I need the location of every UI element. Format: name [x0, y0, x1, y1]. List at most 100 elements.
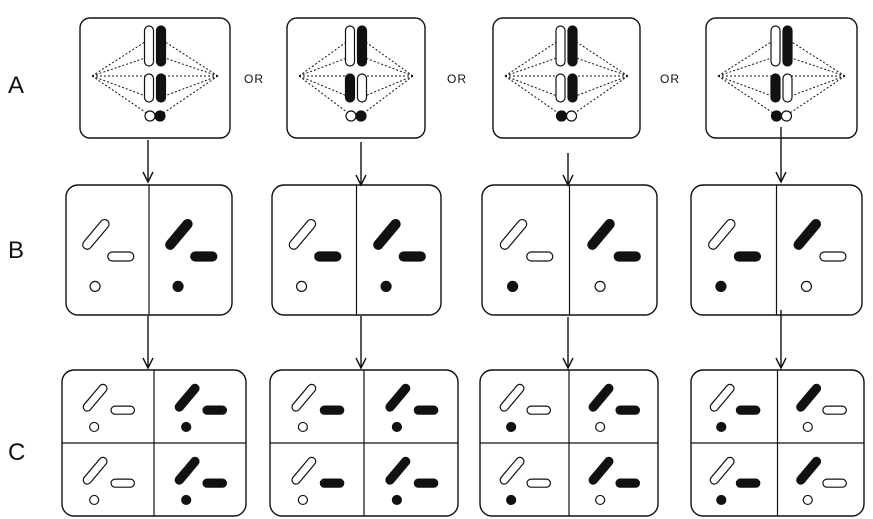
stage-c-right-1-dot-chromosome [802, 421, 813, 433]
stage-c-left-1-long-chromosome [291, 383, 317, 412]
dot-chromosome-right [780, 110, 793, 122]
stage-c-left-1-dot-chromosome [297, 421, 308, 433]
stage-c-right-2-dot-chromosome [595, 494, 606, 506]
stage-a-cell [79, 17, 231, 139]
short-chromosome-right [782, 73, 793, 103]
stage-c-left-1-long-chromosome [82, 383, 108, 412]
arrow-a-to-b-2-head [355, 174, 367, 187]
stage-a-cell [286, 17, 426, 139]
stage-c-right-2-long-chromosome [174, 456, 200, 485]
spindle-fiber-left [91, 75, 152, 99]
diagram-content [61, 17, 865, 517]
short-chromosome-left [143, 73, 155, 103]
stage-c-left-1-dot-chromosome [716, 421, 727, 433]
stage-c-right-2-short-chromosome [822, 478, 847, 488]
stage-c-right-1-long-chromosome [588, 383, 614, 412]
arrow-a-to-b-3-head [562, 174, 574, 187]
stage-c-right-2-short-chromosome [202, 478, 228, 488]
stage-c-left-2-short-chromosome [526, 478, 552, 488]
stage-b-left-dot-chromosome [295, 280, 308, 292]
stage-b-left-long-chromosome [708, 218, 736, 250]
stage-c-left-1-short-chromosome [526, 405, 552, 415]
stage-c-right-2-short-chromosome [615, 478, 641, 488]
dot-chromosome-left [555, 110, 568, 122]
dot-chromosome-left [144, 110, 156, 122]
row-label-b: B [8, 237, 24, 264]
spindle-fiber-right [785, 75, 846, 99]
stage-c-right-1-dot-chromosome [595, 421, 606, 433]
stage-c-left-2-dot-chromosome [89, 494, 100, 506]
stage-c-right-1-dot-chromosome [391, 421, 402, 433]
arrow-b-to-c-1-head [142, 357, 154, 370]
stage-b-left-long-chromosome [499, 218, 528, 250]
column-1 [61, 17, 247, 517]
spindle-fiber-right [359, 75, 414, 99]
column-4 [690, 17, 865, 517]
dot-chromosome-right [565, 110, 578, 122]
stage-c-left-1-long-chromosome [709, 383, 735, 412]
stage-a-cell [705, 17, 858, 139]
stage-c-left-1-short-chromosome [110, 405, 136, 415]
short-chromosome-left [344, 73, 356, 103]
stage-c-right-2-long-chromosome [796, 456, 822, 485]
short-chromosome-left [555, 73, 566, 103]
arrow-a-to-b-1-head [142, 171, 154, 184]
spindle-fiber-left [717, 75, 778, 99]
row-label-a: A [8, 72, 24, 99]
row-label-c: C [8, 439, 25, 466]
long-chromosome-left [143, 25, 155, 67]
stage-b-right-short-chromosome [398, 251, 426, 262]
stage-c-left-2-long-chromosome [291, 456, 317, 485]
stage-b-right-dot-chromosome [594, 280, 606, 292]
stage-b-left-long-chromosome [82, 218, 110, 250]
stage-b-right-long-chromosome [793, 218, 822, 250]
stage-c-left-2-dot-chromosome [506, 494, 517, 506]
stage-b-left-dot-chromosome [89, 280, 101, 292]
long-chromosome-right [155, 25, 167, 67]
stage-c-right-1-short-chromosome [413, 405, 439, 415]
column-2 [269, 17, 459, 517]
stage-c-left-2-long-chromosome [499, 456, 525, 485]
or-label-1: OR [244, 72, 264, 86]
stage-c-right-2-long-chromosome [588, 456, 614, 485]
stage-c-right-1-long-chromosome [385, 383, 411, 412]
stage-c-right-1-short-chromosome [615, 405, 641, 415]
stage-c-right-1-short-chromosome [202, 405, 228, 415]
short-chromosome-left [770, 73, 781, 103]
dot-chromosome-right [355, 110, 367, 122]
stage-b-left-short-chromosome [526, 251, 554, 262]
stage-c-right-1-short-chromosome [822, 405, 847, 415]
stage-b-right-short-chromosome [819, 251, 847, 262]
stage-c-right-2-long-chromosome [385, 456, 411, 485]
stage-c-left-2-short-chromosome [735, 478, 761, 488]
long-chromosome-left [770, 25, 781, 67]
stage-c-left-2-dot-chromosome [297, 494, 308, 506]
stage-c-left-2-long-chromosome [82, 456, 108, 485]
spindle-fiber-left [298, 37, 353, 77]
stage-c-left-1-dot-chromosome [89, 421, 100, 433]
spindle-fiber-left [717, 55, 778, 77]
arrow-b-to-c-3-head [562, 357, 574, 370]
stage-c-left-2-short-chromosome [110, 478, 136, 488]
stage-b-right-dot-chromosome [380, 280, 392, 292]
or-label-3: OR [660, 72, 680, 86]
dot-chromosome-left [345, 110, 357, 122]
stage-b-left-short-chromosome [107, 251, 135, 262]
short-chromosome-right [155, 73, 167, 103]
spindle-fiber-left [504, 37, 563, 77]
stage-b-right-dot-chromosome [172, 280, 184, 292]
stage-c-left-2-short-chromosome [319, 478, 345, 488]
stage-b-left-dot-chromosome [715, 280, 727, 292]
long-chromosome-right [567, 25, 578, 67]
spindle-fiber-right [359, 75, 414, 117]
or-label-2: OR [447, 72, 467, 86]
long-chromosome-left [555, 25, 566, 67]
spindle-fiber-left [298, 75, 353, 117]
stage-a-cell [492, 17, 641, 139]
stage-b-right-long-chromosome [373, 218, 401, 250]
spindle-fiber-right [785, 55, 846, 77]
long-chromosome-left [344, 25, 356, 67]
arrow-b-to-c-4-head [775, 357, 787, 370]
spindle-fiber-right [570, 37, 629, 77]
